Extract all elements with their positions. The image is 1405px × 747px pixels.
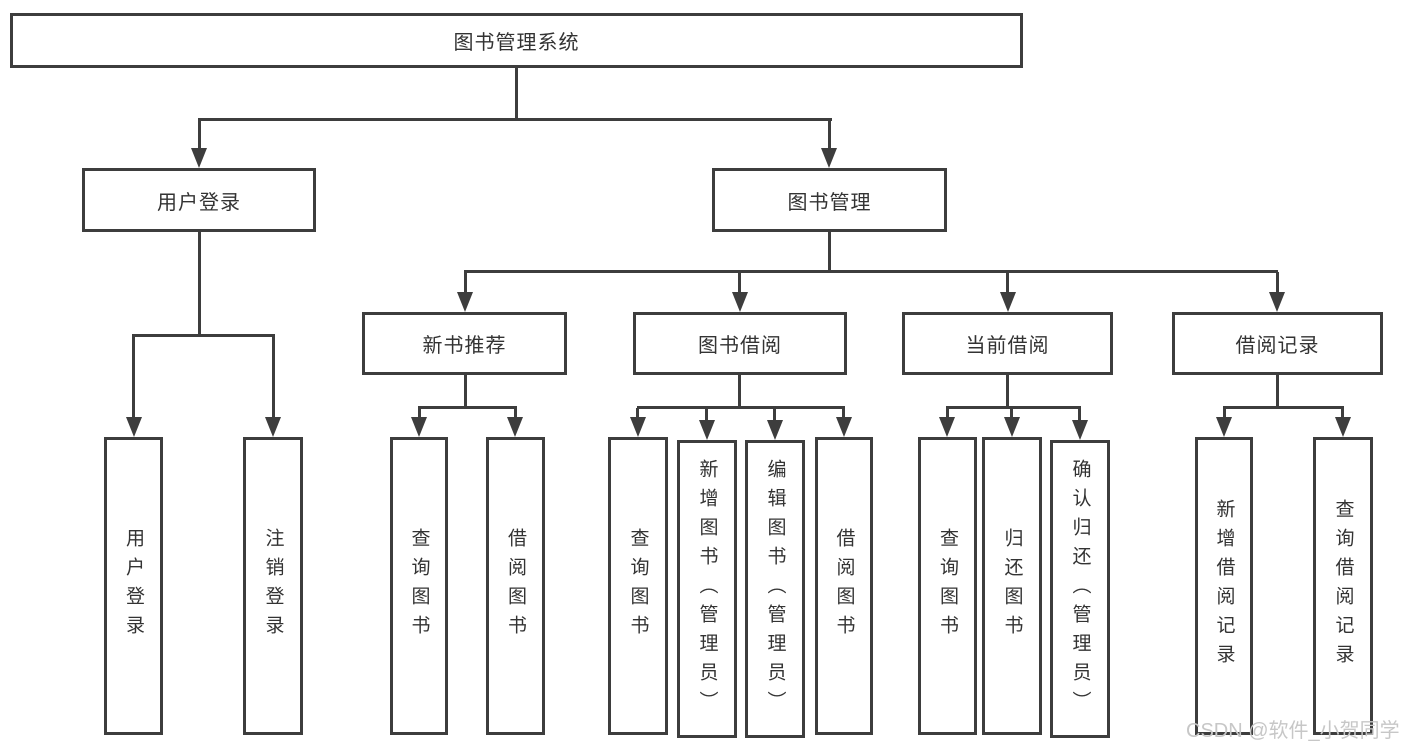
connector-drop-leaf [946,408,949,417]
connector-drop-user-login [198,120,201,148]
node-label: 当前借阅 [965,335,1050,357]
arrow-down-icon [836,417,852,437]
arrow-down-icon [1335,417,1351,437]
leaf-query-books-borrowing: 查询图书 [608,437,668,735]
connector-trunk [1276,375,1279,408]
connector-drop-leaf [132,336,135,417]
connector-drop-leaf [1078,408,1081,420]
arrow-down-icon [411,417,427,437]
connector-drop-leaf [773,408,776,420]
leaf-label: 查询图书 [937,528,958,644]
connector-drop-leaf [1010,408,1013,417]
leaf-add-borrow-record: 新增借阅记录 [1195,437,1253,735]
node-library-management-system: 图书管理系统 [10,13,1023,68]
connector-drop-current-borrow [1006,272,1009,292]
leaf-label: 确认归还（管理员） [1069,458,1091,720]
connector-drop-leaf [418,408,421,417]
leaf-query-borrow-record: 查询借阅记录 [1313,437,1373,735]
leaf-confirm-return-admin: 确认归还（管理员） [1050,440,1110,738]
connector-root-span [198,118,832,121]
connector-drop-leaf [842,408,845,417]
node-label: 图书管理系统 [453,32,580,54]
leaf-borrow-books-borrowing: 借阅图书 [815,437,873,735]
arrow-down-icon [732,292,748,312]
connector-drop-book-mgmt [828,120,831,148]
leaf-logout-login: 注销登录 [243,437,303,735]
arrow-down-icon [507,417,523,437]
connector-root-trunk [515,68,518,121]
leaf-edit-book-admin: 编辑图书（管理员） [745,440,805,738]
connector-drop-leaf [1223,408,1226,417]
leaf-label: 新增借阅记录 [1213,499,1235,673]
arrow-down-icon [191,148,207,168]
leaf-label: 新增图书（管理员） [696,458,718,720]
connector-span [1223,406,1344,409]
leaf-label: 注销登录 [262,528,284,644]
connector-trunk [738,375,741,408]
connector-span [637,406,845,409]
arrow-down-icon [1269,292,1285,312]
connector-drop-leaf [705,408,708,420]
connector-drop-borrow-records [1276,272,1279,292]
connector-trunk [464,375,467,408]
node-label: 借阅记录 [1235,335,1320,357]
connector-drop-leaf [514,408,517,417]
arrow-down-icon [821,148,837,168]
leaf-label: 查询借阅记录 [1332,499,1354,673]
leaf-query-books-current: 查询图书 [918,437,977,735]
node-label: 图书借阅 [698,335,782,357]
node-label: 用户登录 [157,191,241,214]
csdn-watermark: CSDN @软件_小贺同学 [1186,720,1400,742]
connector-user-login-trunk [198,232,201,337]
arrow-down-icon [265,417,281,437]
leaf-return-books: 归还图书 [982,437,1042,735]
leaf-label: 借阅图书 [505,528,526,644]
node-book-borrowing: 图书借阅 [633,312,847,375]
arrow-down-icon [1004,417,1020,437]
connector-drop-book-borrow [738,272,741,292]
leaf-label: 用户登录 [123,528,144,644]
connector-drop-leaf [1341,408,1344,417]
arrow-down-icon [1072,420,1088,440]
arrow-down-icon [939,417,955,437]
node-new-book-recommend: 新书推荐 [362,312,567,375]
leaf-label: 查询图书 [408,528,430,644]
node-label: 图书管理 [787,191,872,214]
arrow-down-icon [457,292,473,312]
arrow-down-icon [1216,417,1232,437]
leaf-user-login: 用户登录 [104,437,163,735]
leaf-borrow-books-recommend: 借阅图书 [486,437,545,735]
leaf-label: 查询图书 [627,528,649,644]
arrow-down-icon [1000,292,1016,312]
connector-span [418,406,517,409]
arrow-down-icon [126,417,142,437]
leaf-label: 借阅图书 [833,528,855,644]
node-user-login: 用户登录 [82,168,316,232]
connector-span [946,406,1081,409]
connector-book-mgmt-span [464,270,1278,273]
connector-book-mgmt-trunk [828,232,831,273]
arrow-down-icon [630,417,646,437]
node-book-management: 图书管理 [712,168,947,232]
connector-trunk [1006,375,1009,408]
connector-drop-leaf [636,408,639,417]
arrow-down-icon [699,420,715,440]
leaf-label: 归还图书 [1001,528,1023,644]
connector-user-login-span [132,334,275,337]
leaf-label: 编辑图书（管理员） [764,458,786,720]
connector-drop-leaf [272,336,275,417]
arrow-down-icon [767,420,783,440]
connector-drop-new-book [464,272,467,292]
node-borrowing-records: 借阅记录 [1172,312,1383,375]
node-label: 新书推荐 [422,335,507,357]
leaf-add-book-admin: 新增图书（管理员） [677,440,737,738]
node-current-borrowing: 当前借阅 [902,312,1113,375]
leaf-query-books-recommend: 查询图书 [390,437,448,735]
